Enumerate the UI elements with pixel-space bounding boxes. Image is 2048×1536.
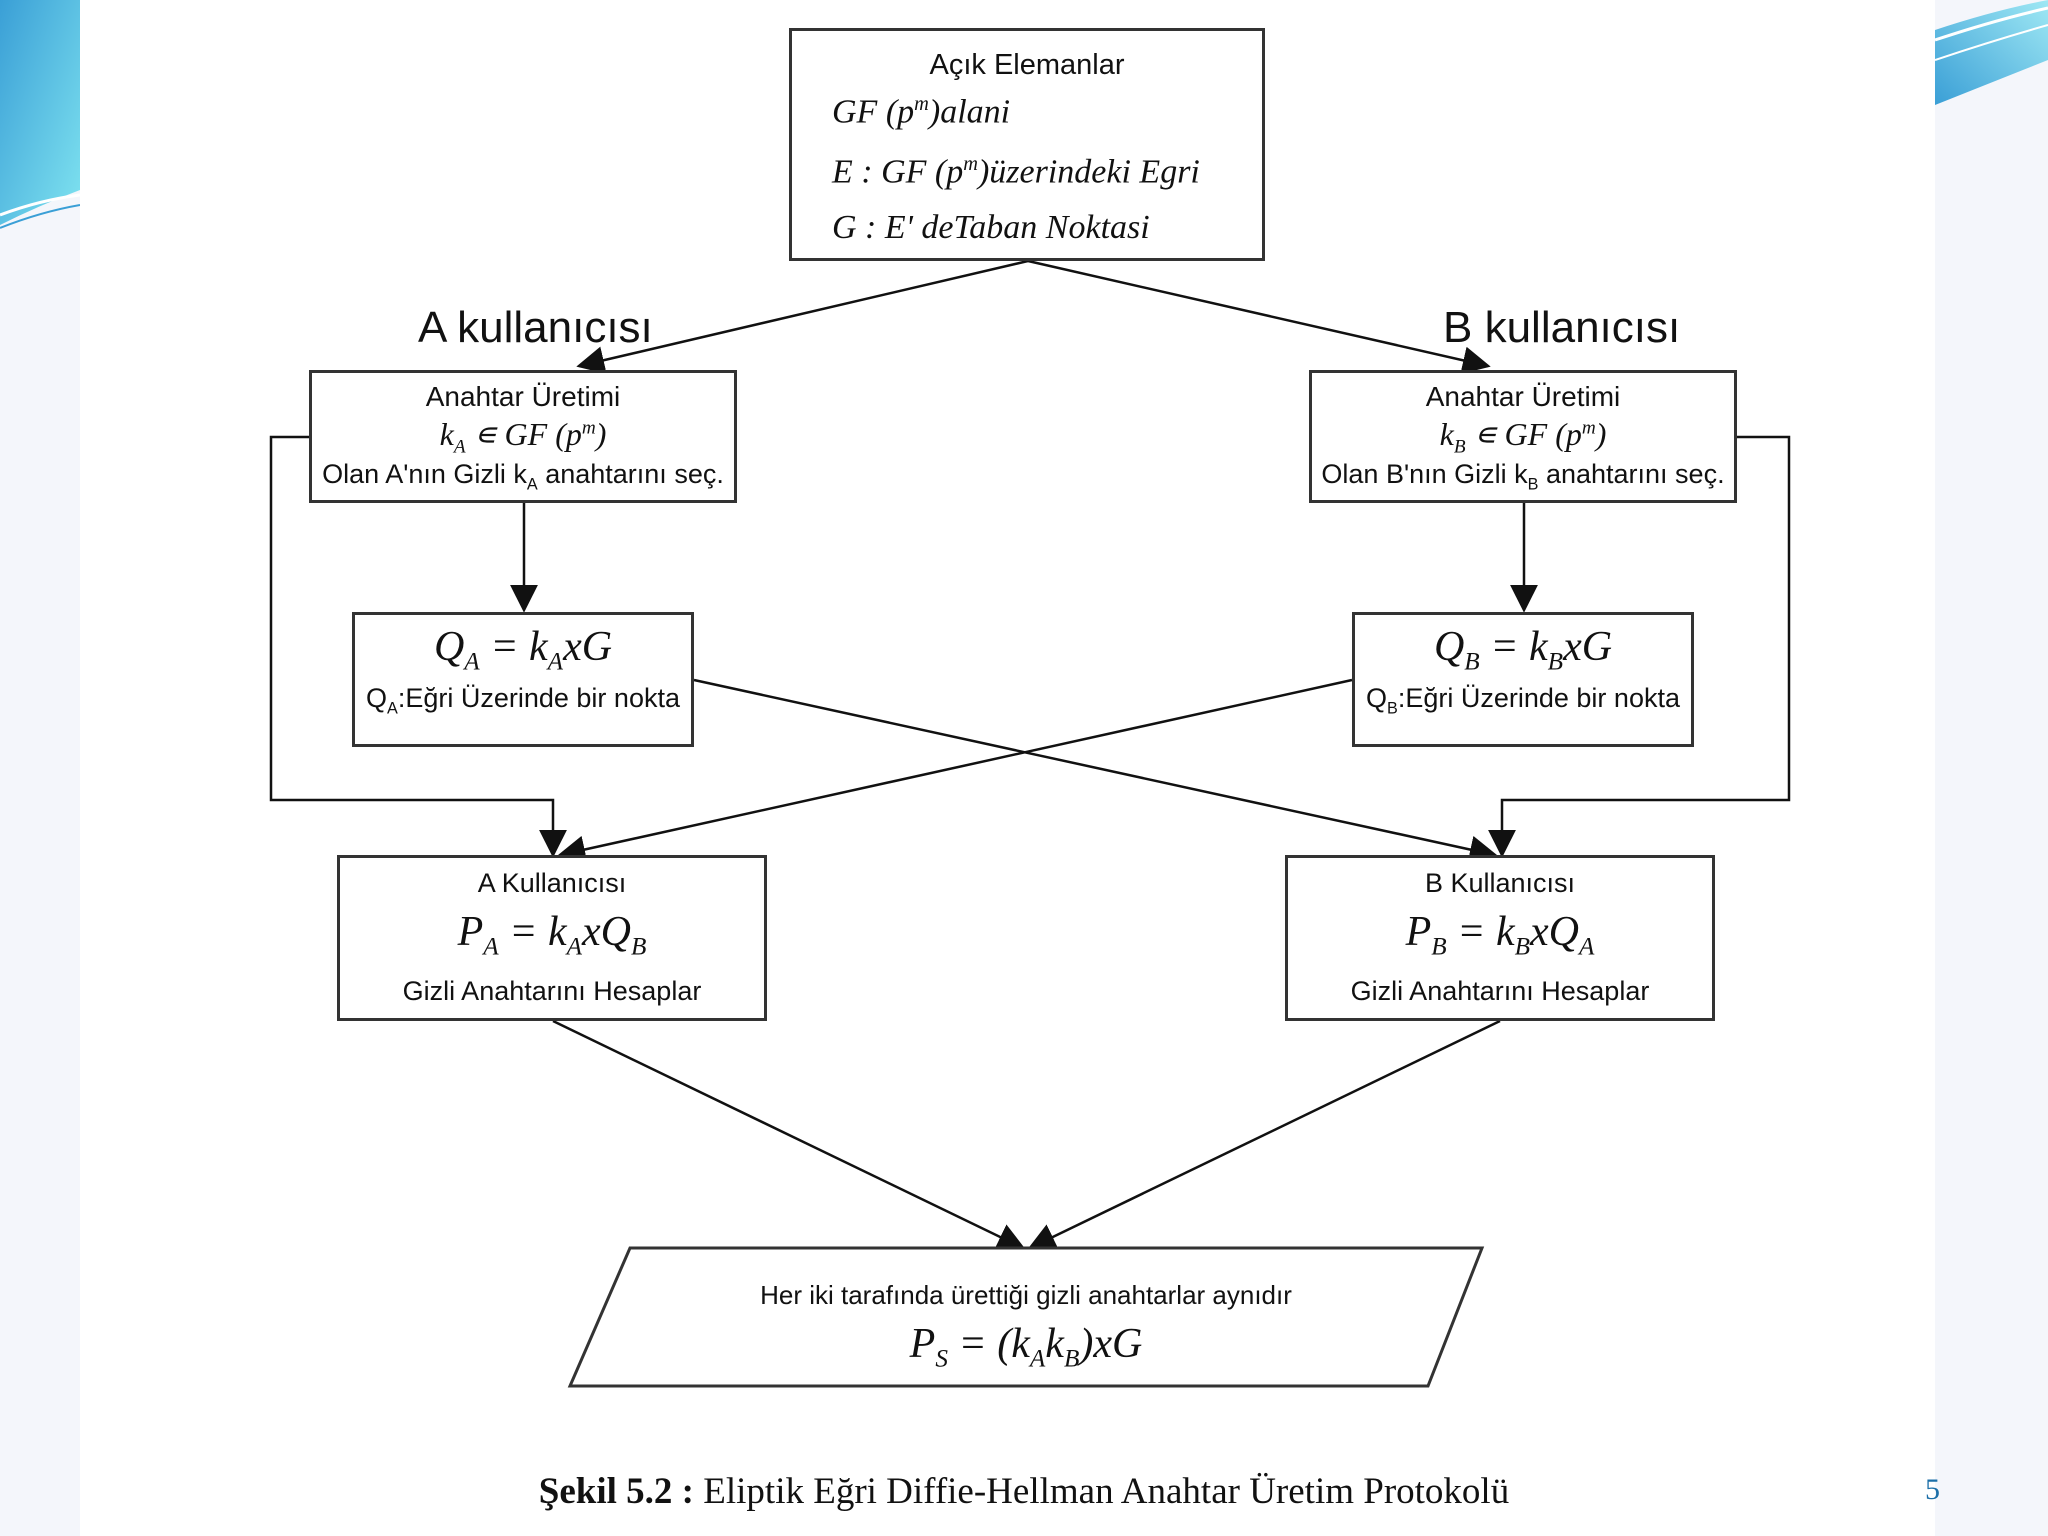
shared-key-shape bbox=[567, 1246, 1485, 1388]
user-b-public-key-formula: QB = kBxG bbox=[1433, 624, 1613, 676]
user-a-public-key-formula: QA = kAxG bbox=[433, 624, 613, 676]
user-a-public-key-box: QA = kAxG QA:Eğri Üzerinde bir nokta bbox=[352, 612, 694, 747]
user-b-public-key-box: QB = kBxG QB:Eğri Üzerinde bir nokta bbox=[1352, 612, 1694, 747]
open-elements-title: Açık Elemanlar bbox=[929, 49, 1125, 81]
shared-key-formula: PS = (kAkB)xG bbox=[909, 1321, 1143, 1373]
arrow-a-secret-to-shared bbox=[552, 1019, 1026, 1250]
user-a-keygen-title: Anahtar Üretimi bbox=[425, 381, 621, 412]
user-a-keygen-formula: kA ∊ GF (pm) bbox=[439, 416, 607, 458]
user-b-keygen-desc: Olan B'nın Gizli kB anahtarını seç. bbox=[1321, 459, 1725, 494]
user-b-secret-desc: Gizli Anahtarını Hesaplar bbox=[1350, 976, 1650, 1006]
user-a-public-key-desc: QA:Eğri Üzerinde bir nokta bbox=[366, 683, 680, 718]
arrow-qa-to-b-secret bbox=[693, 678, 1498, 864]
shared-key-desc: Her iki tarafında ürettiği gizli anahtar… bbox=[760, 1280, 1292, 1310]
slide-corner-decoration-left bbox=[0, 0, 80, 229]
user-b-public-key-desc: QB:Eğri Üzerinde bir nokta bbox=[1366, 683, 1680, 718]
user-a-secret-box: A Kullanıcısı PA = kAxQB Gizli Anahtarın… bbox=[337, 855, 767, 1021]
arrow-open-to-b bbox=[1027, 259, 1491, 375]
user-b-secret-box: B Kullanıcısı PB = kBxQA Gizli Anahtarın… bbox=[1285, 855, 1715, 1021]
user-b-secret-formula: PB = kBxQA bbox=[1405, 909, 1595, 961]
user-b-keygen-title: Anahtar Üretimi bbox=[1425, 381, 1621, 412]
arrow-a-keygen-to-secret bbox=[269, 435, 567, 858]
slide-page-number: 5 bbox=[1925, 1473, 1940, 1506]
user-a-secret-desc: Gizli Anahtarını Hesaplar bbox=[402, 976, 702, 1006]
user-a-secret-formula: PA = kAxQB bbox=[457, 909, 647, 961]
user-a-keygen-box: Anahtar Üretimi kA ∊ GF (pm) Olan A'nın … bbox=[309, 370, 737, 503]
user-b-label: B kullanıcısı bbox=[1443, 303, 1681, 352]
user-a-keygen-desc: Olan A'nın Gizli kA anahtarını seç. bbox=[322, 459, 724, 494]
user-a-label: A kullanıcısı bbox=[418, 303, 653, 352]
open-elements-box: Açık Elemanlar GF (pm)alani E : GF (pm)ü… bbox=[789, 28, 1265, 261]
open-elements-base-point: G : E' deTaban Noktasi bbox=[832, 209, 1150, 246]
user-a-secret-title: A Kullanıcısı bbox=[477, 868, 627, 898]
arrow-qb-to-a-secret bbox=[557, 678, 1353, 864]
open-elements-curve: E : GF (pm)üzerindeki Egri bbox=[832, 153, 1200, 191]
arrow-b-secret-to-shared bbox=[1027, 1019, 1501, 1250]
figure-caption-text: Eliptik Eğri Diffie-Hellman Anahtar Üret… bbox=[694, 1471, 1510, 1512]
slide-corner-decoration-right bbox=[1935, 0, 2048, 105]
user-b-secret-title: B Kullanıcısı bbox=[1424, 868, 1576, 898]
open-elements-field: GF (pm)alani bbox=[832, 93, 1011, 131]
user-b-keygen-formula: kB ∊ GF (pm) bbox=[1439, 416, 1607, 458]
figure-caption-label: Şekil 5.2 : bbox=[538, 1471, 694, 1512]
arrow-b-keygen-to-secret bbox=[1488, 435, 1791, 858]
arrow-open-to-a bbox=[576, 259, 1029, 374]
user-b-keygen-box: Anahtar Üretimi kB ∊ GF (pm) Olan B'nın … bbox=[1309, 370, 1737, 503]
figure-caption: Şekil 5.2 : Eliptik Eğri Diffie-Hellman … bbox=[0, 1470, 2048, 1513]
